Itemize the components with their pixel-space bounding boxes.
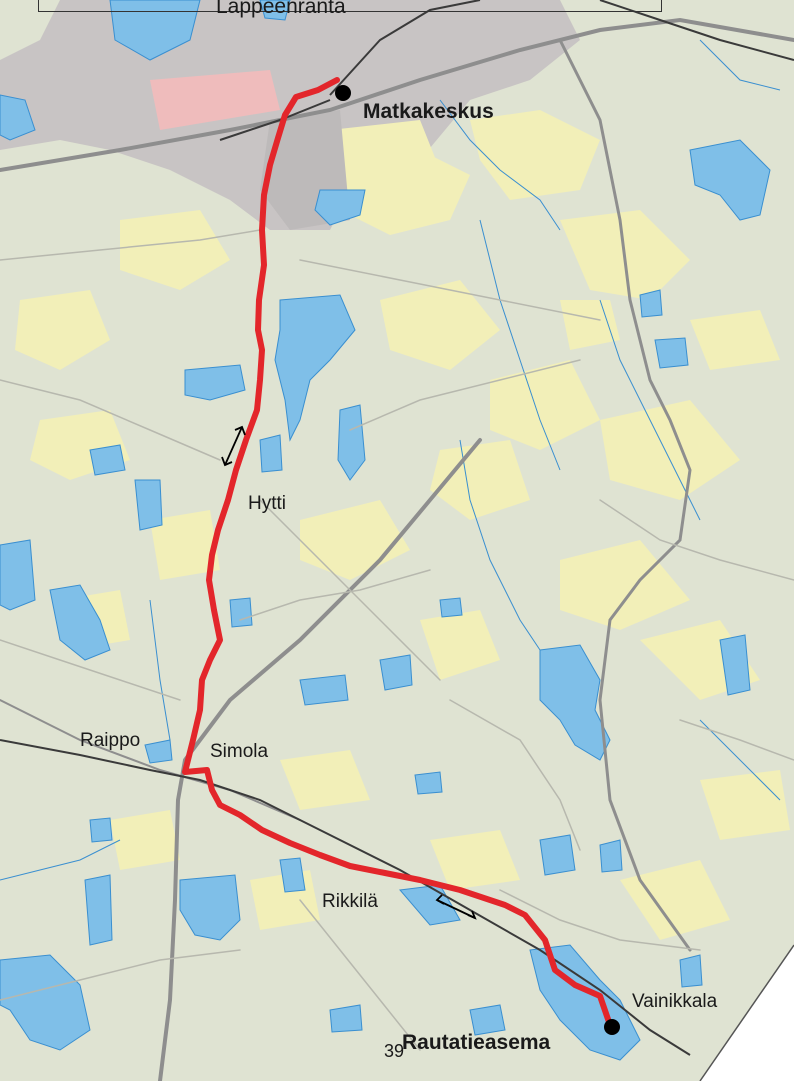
double-arrow-icon — [435, 894, 477, 920]
route-line — [182, 77, 613, 1028]
station-marker-south — [604, 1019, 620, 1035]
railway — [0, 0, 794, 1056]
station-marker-north — [335, 85, 351, 101]
place-label-raippo: Raippo — [80, 730, 141, 751]
place-label-hytti: Hytti — [248, 493, 286, 514]
double-arrow-icon — [221, 425, 246, 467]
place-label-simola: Simola — [210, 741, 269, 762]
place-label-vainikkala: Vainikkala — [632, 991, 718, 1012]
station-label-rautatieasema: Rautatieasema — [402, 1031, 551, 1054]
roads — [0, 17, 794, 1081]
city-label-lappeenranta: Lappeenranta — [216, 0, 346, 18]
lakes — [0, 0, 771, 1061]
station-label-matkakeskus: Matkakeskus — [363, 100, 494, 123]
top-frame-line — [38, 0, 662, 12]
page-number: 39 — [384, 1041, 405, 1061]
urban-areas — [15, 110, 790, 940]
place-label-rikkila: Rikkilä — [322, 891, 378, 912]
